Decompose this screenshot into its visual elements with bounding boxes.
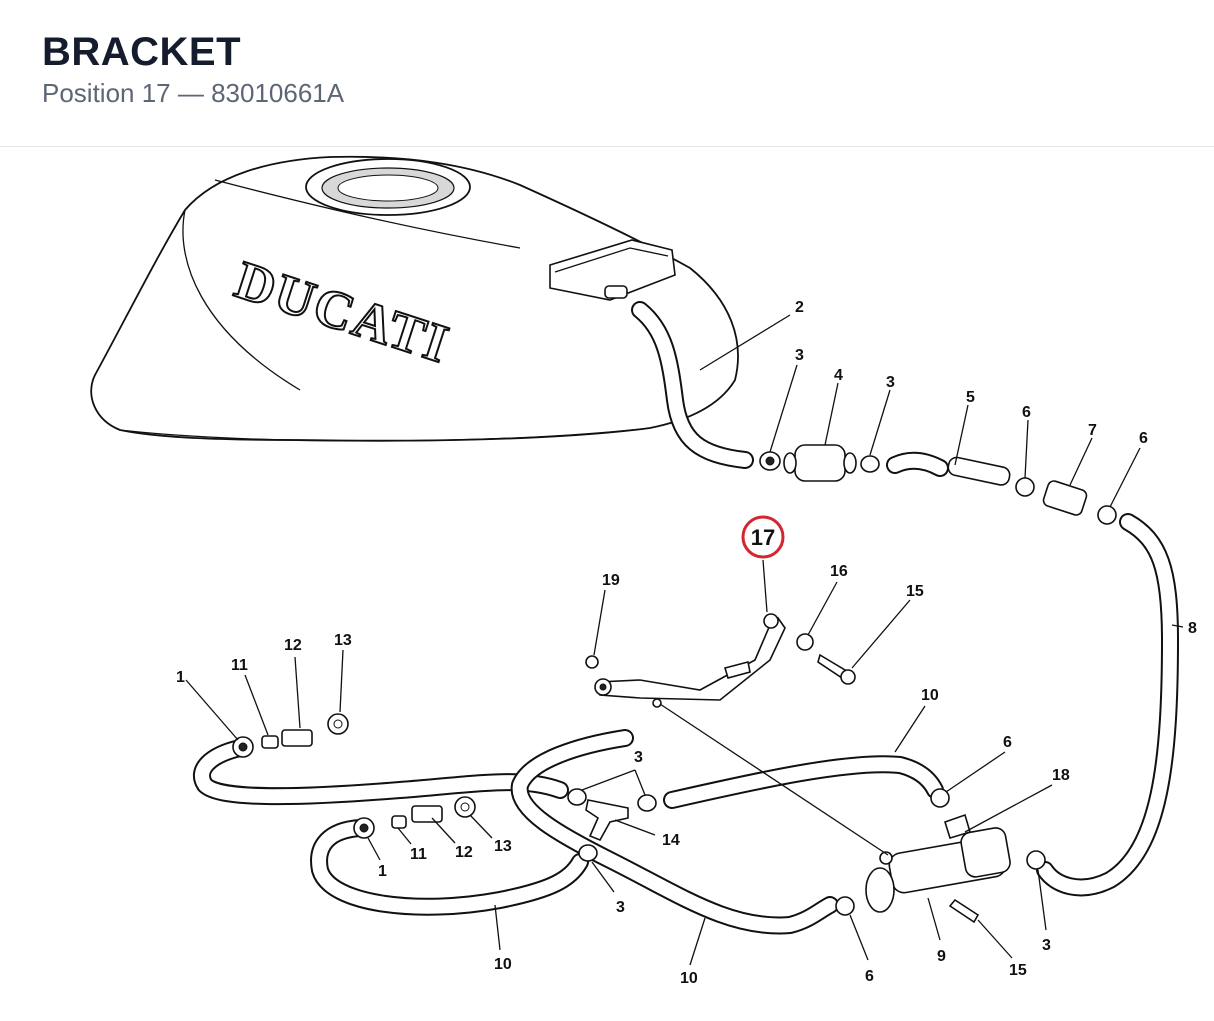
highlight-circle-17[interactable]	[741, 515, 785, 559]
fuel-tank: DUCATI	[90, 155, 739, 442]
label-19[interactable]: 19	[602, 572, 620, 589]
nut-19	[585, 655, 599, 669]
page-header: BRACKET Position 17 — 83010661A	[0, 0, 1214, 147]
label-6[interactable]: 6	[865, 968, 874, 985]
label-10[interactable]: 10	[494, 956, 512, 973]
label-3[interactable]: 3	[886, 374, 895, 391]
lower-hoses	[193, 729, 944, 935]
lower-fittings	[232, 713, 1046, 916]
label-10[interactable]: 10	[680, 970, 698, 987]
screw-15b	[948, 898, 980, 924]
label-8[interactable]: 8	[1188, 620, 1197, 637]
page-subtitle: Position 17 — 83010661A	[42, 78, 345, 108]
label-3[interactable]: 3	[795, 347, 804, 364]
leader-lines	[185, 314, 1184, 966]
label-13[interactable]: 13	[334, 632, 352, 649]
label-2[interactable]: 2	[795, 299, 804, 316]
label-11[interactable]: 11	[231, 657, 248, 674]
label-14[interactable]: 14	[662, 832, 680, 849]
label-3[interactable]: 3	[616, 899, 625, 916]
label-6[interactable]: 6	[1139, 430, 1148, 447]
label-15[interactable]: 15	[906, 583, 924, 600]
label-15[interactable]: 15	[1009, 962, 1027, 979]
label-6[interactable]: 6	[1022, 404, 1031, 421]
label-11[interactable]: 11	[410, 846, 427, 863]
upper-fuel-line	[759, 444, 1117, 525]
label-13[interactable]: 13	[494, 838, 512, 855]
label-1[interactable]: 1	[176, 669, 185, 686]
label-18[interactable]: 18	[1052, 767, 1070, 784]
label-3[interactable]: 3	[1042, 937, 1051, 954]
fuel-pump-9	[865, 813, 1011, 924]
label-12[interactable]: 12	[284, 637, 302, 654]
label-12[interactable]: 12	[455, 844, 473, 861]
label-17[interactable]: 17	[751, 525, 775, 550]
bracket-17	[585, 613, 856, 708]
fuel-filter-4	[794, 444, 846, 482]
label-1[interactable]: 1	[378, 863, 387, 880]
label-9[interactable]: 9	[937, 948, 946, 965]
page-title: BRACKET	[42, 30, 242, 74]
callout-labels: 2 3 4 3 5 6 7 6 19 16 15 8 1 11 12 13 10…	[176, 299, 1197, 987]
label-7[interactable]: 7	[1088, 422, 1097, 439]
pump-mount-18	[944, 813, 971, 839]
hose-8	[1036, 513, 1179, 897]
washer-16	[796, 633, 814, 651]
t-connector-14	[585, 799, 629, 842]
label-10[interactable]: 10	[921, 687, 939, 704]
label-6[interactable]: 6	[1003, 734, 1012, 751]
label-3[interactable]: 3	[634, 749, 643, 766]
hose-2	[631, 301, 754, 469]
label-5[interactable]: 5	[966, 389, 975, 406]
label-4[interactable]: 4	[834, 367, 843, 384]
label-16[interactable]: 16	[830, 563, 848, 580]
